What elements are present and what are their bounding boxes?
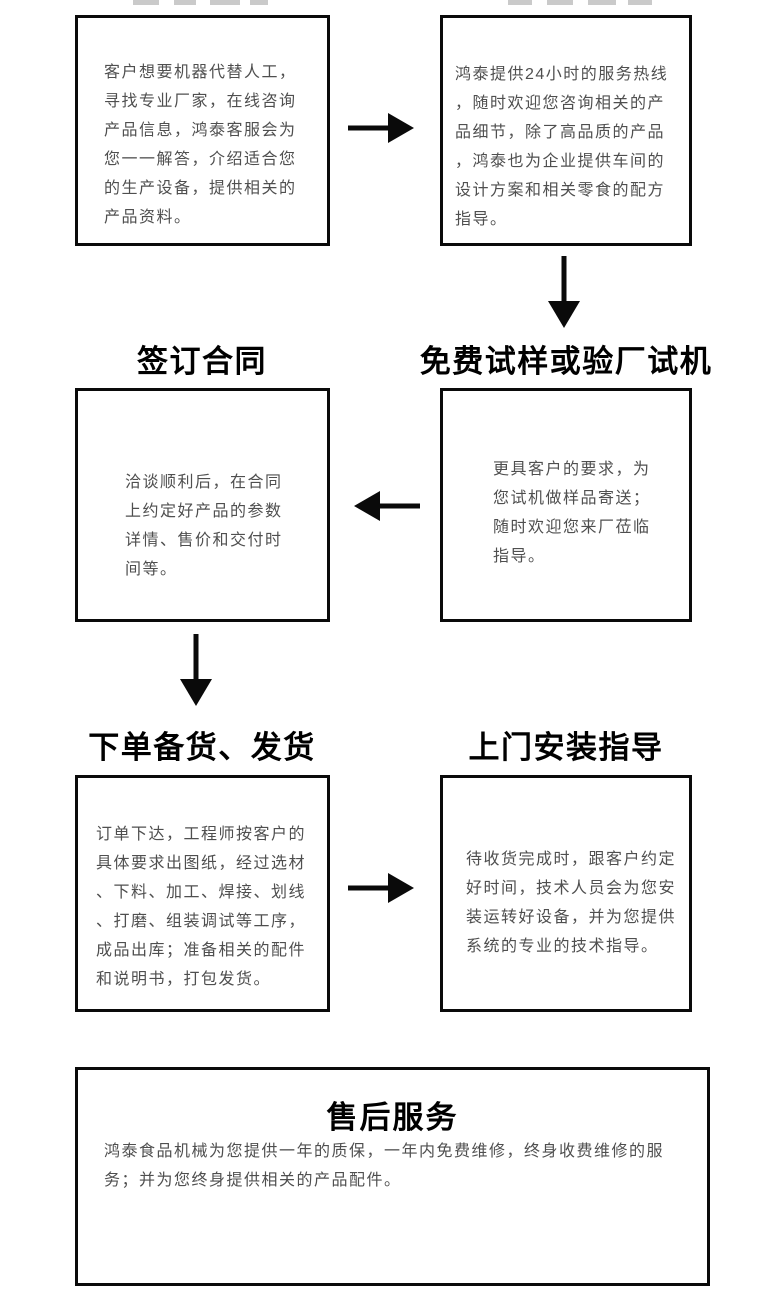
clipped-heading-fragment [133,0,159,5]
step-box-onsite-installation: 待收货完成时，跟客户约定好时间，技术人员会为您安装运转好设备，并为您提供系统的专… [440,775,692,1012]
arrow-down-icon [180,634,212,706]
clipped-heading-fragment [174,0,196,5]
arrow-right-icon [348,113,414,143]
step-heading-onsite-installation: 上门安装指导 [468,730,664,765]
after-sales-box: 售后服务 鸿泰食品机械为您提供一年的质保，一年内免费维修，终身收费维修的服务；并… [75,1067,710,1286]
clipped-heading-fragment [508,0,532,5]
after-sales-heading: 售后服务 [326,1100,459,1135]
step-box-hotline-consult: 鸿泰提供24小时的服务热线，随时欢迎您咨询相关的产品细节，除了高品质的产品，鸿泰… [440,15,692,246]
step-body-onsite-installation: 待收货完成时，跟客户约定好时间，技术人员会为您安装运转好设备，并为您提供系统的专… [466,851,677,955]
step-body-free-sample-factory-test: 更具客户的要求，为您试机做样品寄送；随时欢迎您来厂莅临指导。 [493,461,651,565]
step-body-sign-contract: 洽谈顺利后，在合同上约定好产品的参数详情、售价和交付时间等。 [125,474,283,578]
step-heading-free-sample-factory-test: 免费试样或验厂试机 [419,344,713,379]
step-body-online-inquiry: 客户想要机器代替人工，寻找专业厂家，在线咨询产品信息，鸿泰客服会为您一一解答，介… [104,64,297,226]
clipped-heading-fragment [547,0,573,5]
clipped-heading-fragment [210,0,240,5]
step-box-online-inquiry: 客户想要机器代替人工，寻找专业厂家，在线咨询产品信息，鸿泰客服会为您一一解答，介… [75,15,330,246]
clipped-heading-fragment [588,0,616,5]
step-body-hotline-consult: 鸿泰提供24小时的服务热线，随时欢迎您咨询相关的产品细节，除了高品质的产品，鸿泰… [455,66,669,228]
clipped-heading-fragment [250,0,268,5]
arrow-down-icon [548,256,580,328]
after-sales-body: 鸿泰食品机械为您提供一年的质保，一年内免费维修，终身收费维修的服务；并为您终身提… [104,1143,665,1189]
step-box-sign-contract: 洽谈顺利后，在合同上约定好产品的参数详情、售价和交付时间等。 [75,388,330,622]
clipped-heading-fragment [628,0,652,5]
step-box-free-sample-factory-test: 更具客户的要求，为您试机做样品寄送；随时欢迎您来厂莅临指导。 [440,388,692,622]
step-body-order-production-shipping: 订单下达，工程师按客户的具体要求出图纸，经过选材、下料、加工、焊接、划线、打磨、… [96,826,307,988]
arrow-left-icon [354,491,420,521]
step-heading-order-production-shipping: 下单备货、发货 [88,730,316,765]
arrow-right-icon [348,873,414,903]
step-heading-sign-contract: 签订合同 [137,344,267,379]
step-box-order-production-shipping: 订单下达，工程师按客户的具体要求出图纸，经过选材、下料、加工、焊接、划线、打磨、… [75,775,330,1012]
